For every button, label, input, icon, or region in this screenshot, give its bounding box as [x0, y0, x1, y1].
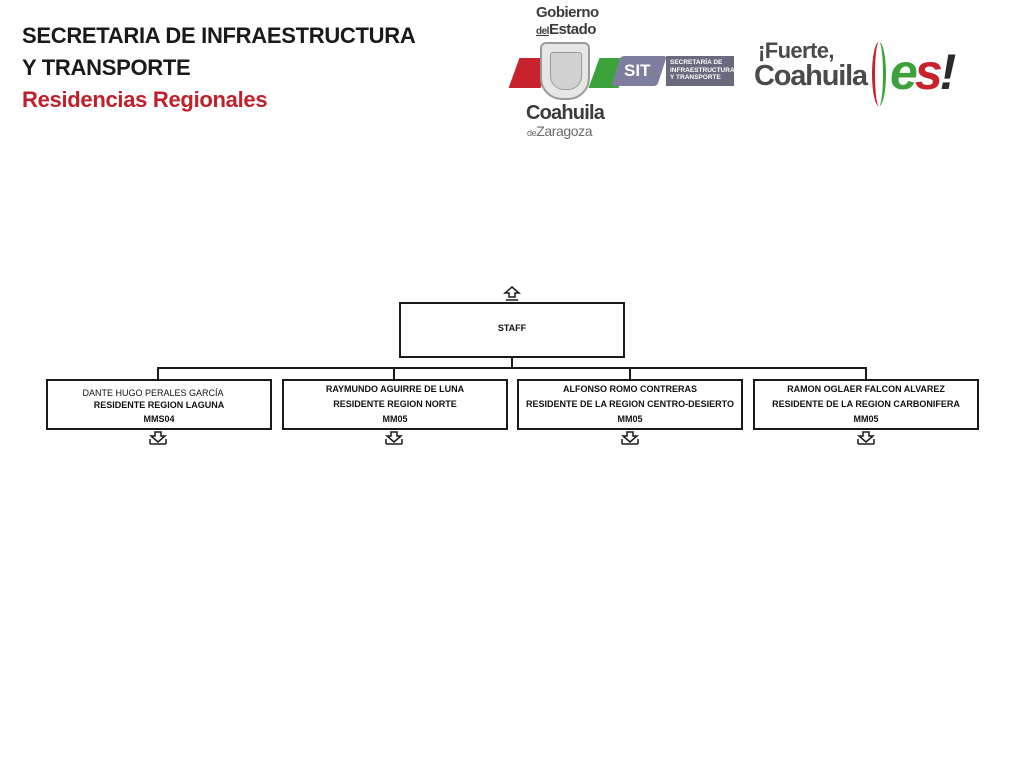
fuerte-line-1: ¡Fuerte, [758, 38, 834, 63]
residente-title: RESIDENTE DE LA REGION CENTRO-DESIERTO [525, 399, 735, 409]
residente-name: DANTE HUGO PERALES GARCÍA [82, 388, 224, 398]
page-header: SECRETARIA DE INFRAESTRUCTURA Y TRANSPOR… [22, 20, 416, 116]
title-line-1: SECRETARIA DE INFRAESTRUCTURA [22, 23, 416, 48]
sit-text-box: SECRETARÍA DE INFRAESTRUCTURA Y TRANSPOR… [666, 56, 735, 86]
residente-code: MM05 [382, 414, 408, 424]
fuerte-coahuila-logo: ¡Fuerte, Coahuila es! [754, 38, 984, 112]
sit-label: SIT [624, 61, 651, 80]
expand-down-icon[interactable] [857, 431, 875, 445]
es-s: s [914, 44, 943, 100]
residente-code: MMS04 [143, 414, 175, 424]
gob-line-2: delEstado [536, 21, 606, 38]
expand-down-icon[interactable] [149, 431, 167, 445]
connector-vertical [511, 358, 513, 368]
coat-of-arms-icon [540, 42, 590, 100]
flag-bracket-icon [872, 42, 886, 106]
residente-code: MM05 [853, 414, 879, 424]
connector-drop [393, 367, 395, 379]
residente-name: ALFONSO ROMO CONTRERAS [563, 384, 697, 394]
expand-up-icon[interactable] [503, 286, 521, 301]
residente-title: RESIDENTE DE LA REGION CARBONIFERA [772, 399, 960, 409]
gob-state-sub: deZaragoza [527, 123, 593, 139]
connector-horizontal [157, 367, 867, 369]
connector-drop [865, 367, 867, 379]
connector-drop [629, 367, 631, 379]
gob-state-name: Coahuila [526, 102, 605, 124]
gob-line-2-main: Estado [548, 21, 597, 38]
connector-drop [157, 367, 159, 379]
residencia-laguna-box: DANTE HUGO PERALES GARCÍA RESIDENTE REGI… [46, 379, 272, 430]
es-exclamation: ! [939, 44, 957, 100]
fuerte-line-2: Coahuila [754, 60, 868, 92]
sit-text: SECRETARÍA DE INFRAESTRUCTURA Y TRANSPOR… [670, 59, 735, 82]
residente-name: RAYMUNDO AGUIRRE DE LUNA [325, 384, 465, 394]
residente-code: MM05 [617, 414, 643, 424]
es-mark: es! [890, 44, 957, 100]
gobierno-coahuila-logo: Gobierno delEstado Coahuila deZaragoza [508, 2, 630, 140]
residente-name: RAMON OGLAER FALCON ALVAREZ [787, 384, 945, 394]
gob-line-1: Gobierno [536, 4, 599, 21]
title-line-2: Y TRANSPORTE [22, 55, 191, 80]
residencia-centro-desierto-box: ALFONSO ROMO CONTRERAS RESIDENTE DE LA R… [517, 379, 743, 430]
residente-title: RESIDENTE REGION LAGUNA [93, 400, 225, 410]
staff-box: STAFF [399, 302, 625, 358]
gob-line-2-small: del [536, 26, 549, 37]
residencia-carbonifera-box: RAMON OGLAER FALCON ALVAREZ RESIDENTE DE… [753, 379, 979, 430]
gob-sub-main: Zaragoza [536, 123, 593, 139]
residencia-norte-box: RAYMUNDO AGUIRRE DE LUNA RESIDENTE REGIO… [282, 379, 508, 430]
gob-sub-small: de [527, 128, 537, 138]
sit-line-1: SECRETARÍA DE [670, 59, 723, 66]
residente-title: RESIDENTE REGION NORTE [333, 399, 457, 409]
sit-logo: SIT SECRETARÍA DE INFRAESTRUCTURA Y TRAN… [611, 56, 735, 86]
sit-line-3: Y TRANSPORTE [670, 74, 721, 81]
shield-inner [550, 52, 582, 90]
expand-down-icon[interactable] [621, 431, 639, 445]
sit-line-2: INFRAESTRUCTURA [670, 66, 735, 74]
subtitle: Residencias Regionales [22, 87, 268, 112]
expand-down-icon[interactable] [385, 431, 403, 445]
staff-label: STAFF [497, 323, 527, 333]
es-e: e [890, 44, 918, 100]
